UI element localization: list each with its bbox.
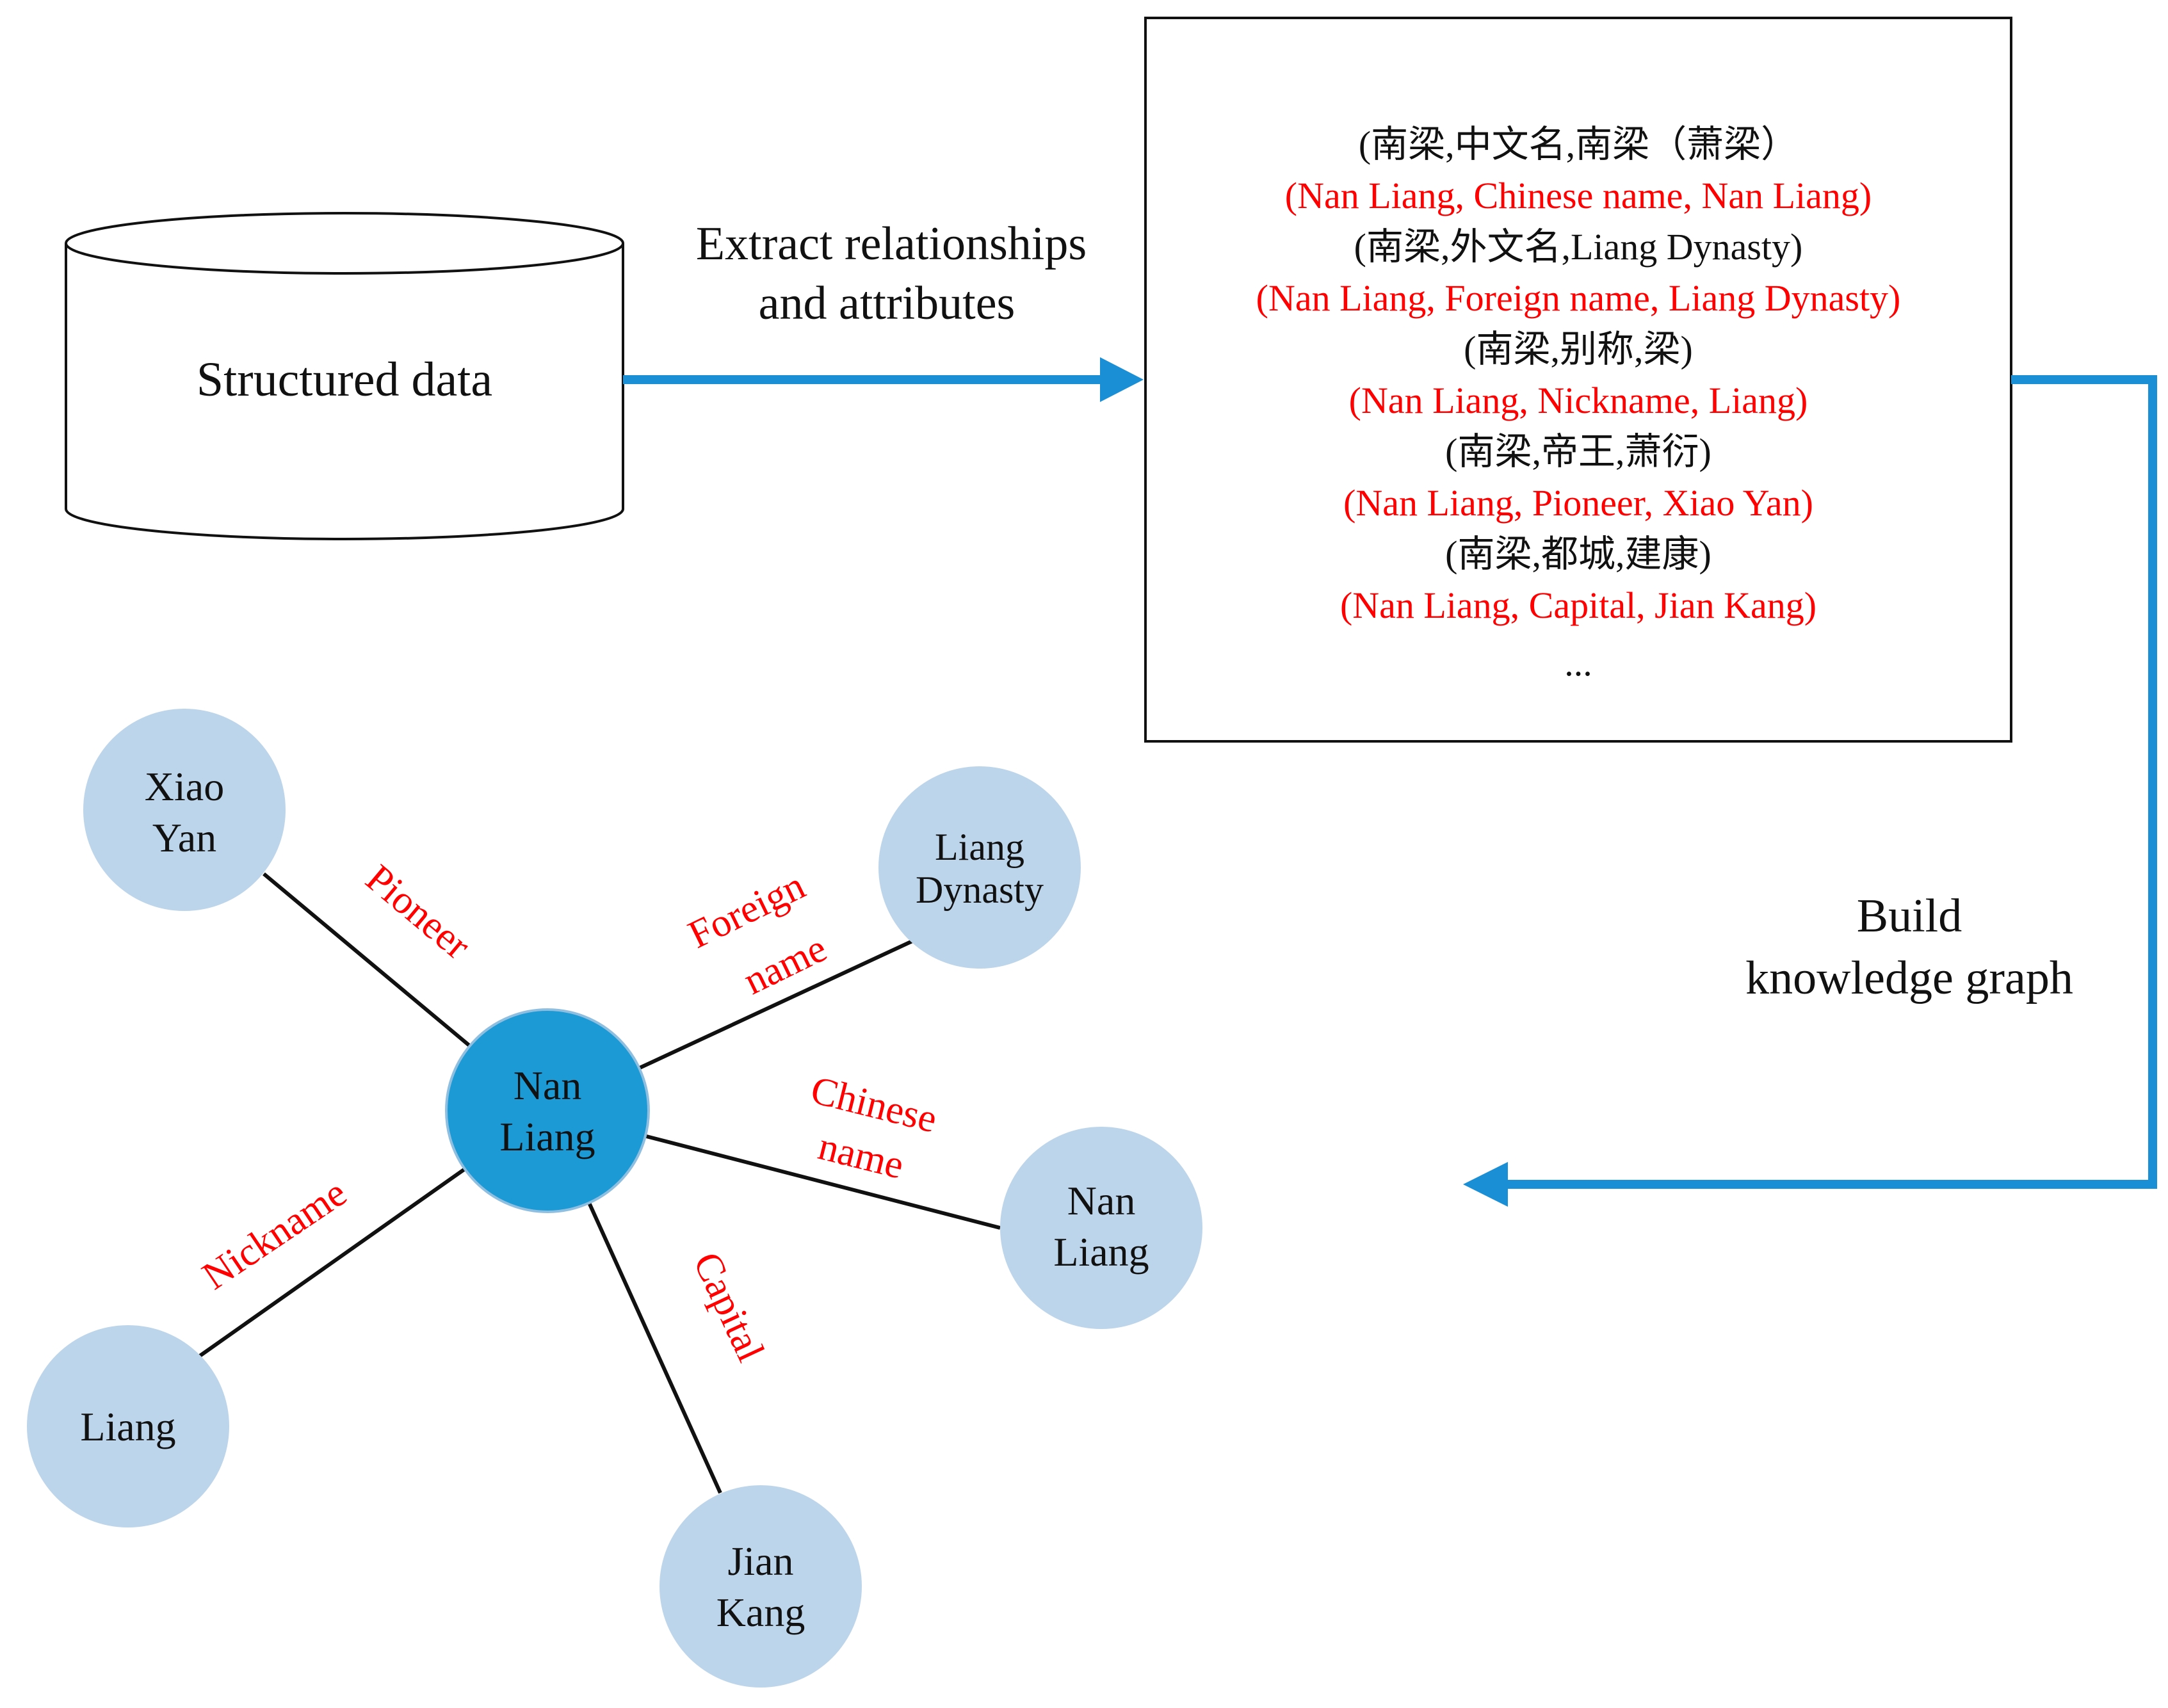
triple-english: (Nan Liang, Chinese name, Nan Liang) <box>1285 175 1872 216</box>
structured-data-cylinder: Structured data <box>65 212 624 540</box>
triple-chinese: (南梁,帝王,萧衍) <box>1445 431 1711 472</box>
node-liang-dynasty: Liang Dynasty <box>878 766 1081 969</box>
triple-english: (Nan Liang, Pioneer, Xiao Yan) <box>1343 482 1813 524</box>
node-label-line1: Nan <box>1067 1178 1136 1223</box>
node-nan-liang-chinese: Nan Liang <box>1000 1127 1202 1329</box>
build-arrow: Build knowledge graph <box>1463 375 2157 1207</box>
node-liang: Liang <box>27 1325 229 1527</box>
triples-box-frame <box>1144 17 2012 743</box>
extract-label-line1: Extract relationships <box>696 218 1087 270</box>
node-circle <box>83 709 286 911</box>
center-node-line1: Nan <box>514 1063 582 1108</box>
cylinder-top <box>65 212 624 275</box>
build-label-line1: Build <box>1857 890 1962 942</box>
extract-arrowhead <box>1100 357 1144 402</box>
edge-label-nickname: Nickname <box>195 1171 354 1298</box>
node-xiao-yan: Xiao Yan <box>83 709 286 911</box>
node-label-line2: Liang <box>1053 1229 1149 1275</box>
build-label-line2: knowledge graph <box>1745 952 2073 1004</box>
extract-arrow: Extract relationships and attributes <box>623 218 1144 402</box>
extract-label-line2: and attributes <box>759 277 1015 330</box>
cylinder-body <box>65 243 624 540</box>
triple-chinese: (南梁,别称,梁) <box>1464 328 1693 370</box>
node-circle <box>1000 1127 1202 1329</box>
triples-list: (南梁,中文名,南梁（萧梁） (Nan Liang, Chinese name, … <box>1256 124 1901 684</box>
center-node-line2: Liang <box>499 1114 595 1159</box>
node-label-line2: Dynasty <box>916 869 1044 911</box>
structured-data-label: Structured data <box>197 353 492 407</box>
triple-chinese: (南梁,中文名,南梁（萧梁） <box>1359 124 1798 165</box>
triple-english: (Nan Liang, Nickname, Liang) <box>1349 380 1808 421</box>
triples-box: (南梁,中文名,南梁（萧梁） (Nan Liang, Chinese name, … <box>1144 17 2012 743</box>
edge-label-chinese-name: name <box>814 1124 908 1187</box>
triple-chinese: (南梁,都城,建康) <box>1445 533 1711 575</box>
node-label-line1: Jian <box>727 1538 793 1584</box>
node-circle <box>659 1485 862 1688</box>
node-label-line1: Xiao <box>145 764 224 809</box>
center-node-circle <box>445 1008 650 1213</box>
node-circle <box>878 766 1081 969</box>
node-label-line2: Yan <box>152 815 216 860</box>
triple-english: (Nan Liang, Foreign name, Liang Dynasty) <box>1256 277 1901 319</box>
node-jian-kang: Jian Kang <box>659 1485 862 1688</box>
build-arrow-shaft <box>1505 375 2157 1189</box>
node-label-line2: Kang <box>716 1590 805 1635</box>
edge-label-foreign-name: name <box>737 926 833 1003</box>
edge-label-pioneer: Pioneer <box>357 857 478 968</box>
triple-chinese: (南梁,外文名,Liang Dynasty) <box>1354 226 1803 268</box>
node-label-line1: Liang <box>80 1404 175 1449</box>
node-center-nan-liang: Nan Liang <box>445 1008 650 1213</box>
triple-english: (Nan Liang, Capital, Jian Kang) <box>1340 584 1816 626</box>
node-circle <box>27 1325 229 1527</box>
knowledge-graph: Xiao Yan Liang Dynasty Nan Liang Liang J… <box>27 709 1202 1688</box>
triple-chinese: ... <box>1564 642 1592 684</box>
edge-label-capital: Capital <box>684 1246 772 1368</box>
node-label-line1: Liang <box>935 826 1024 868</box>
build-arrowhead <box>1463 1162 1508 1207</box>
